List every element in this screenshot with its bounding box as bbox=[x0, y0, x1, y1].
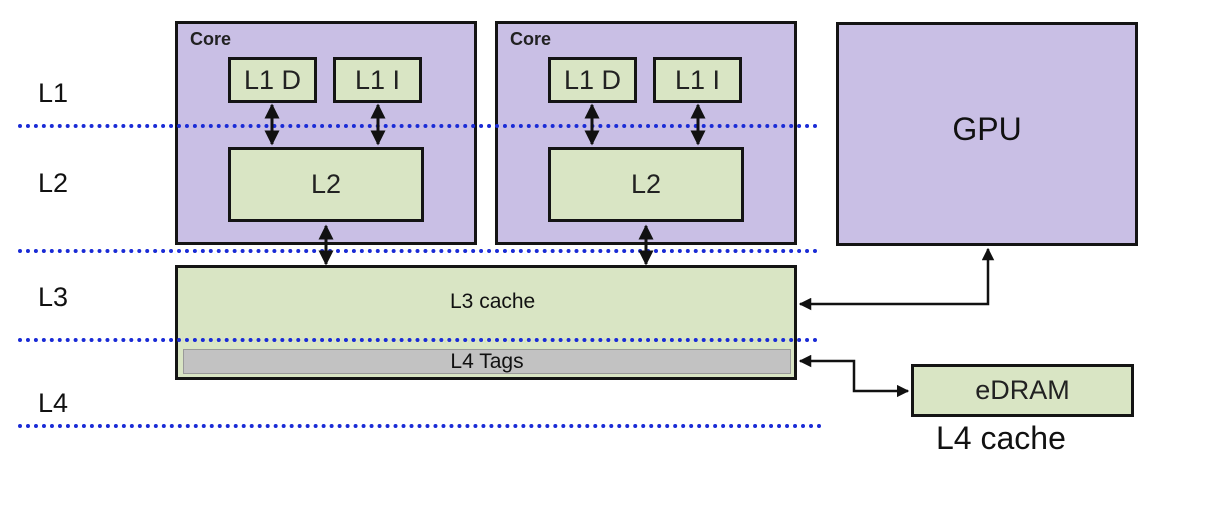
core-2-label: Core bbox=[510, 29, 552, 49]
gpu-block: GPU bbox=[836, 22, 1138, 246]
divider-l3-l4 bbox=[18, 338, 818, 342]
edram-label: eDRAM bbox=[975, 375, 1070, 405]
level-label-l4: L4 bbox=[38, 388, 69, 418]
core-1-l1i-cache: L1 I bbox=[333, 57, 422, 103]
gpu-label: GPU bbox=[952, 110, 1022, 147]
core-2-l1d-label: L1 D bbox=[563, 64, 622, 95]
l4-tags-label: L4 Tags bbox=[450, 349, 524, 373]
core-1-l1d-label: L1 D bbox=[243, 64, 302, 95]
l3-cache: L3 cache L4 Tags bbox=[175, 265, 797, 380]
core-2-l2-label: L2 bbox=[630, 169, 662, 199]
core-1-l1i-label: L1 I bbox=[354, 64, 401, 95]
level-label-l2: L2 bbox=[38, 168, 69, 198]
core-2-l1d-cache: L1 D bbox=[548, 57, 637, 103]
arrow-l3-gpu bbox=[798, 247, 995, 311]
level-label-l3: L3 bbox=[38, 282, 69, 312]
l3-cache-label: L3 cache bbox=[450, 290, 536, 313]
divider-l1-l2 bbox=[18, 124, 818, 128]
divider-l2-l3 bbox=[18, 249, 818, 253]
l4-tags: L4 Tags bbox=[183, 349, 791, 374]
core-2-l2-cache: L2 bbox=[548, 147, 744, 222]
divider-l4-bottom bbox=[18, 424, 822, 428]
level-label-l1: L1 bbox=[38, 78, 69, 108]
core-1-l2-label: L2 bbox=[310, 169, 342, 199]
core-1-l2-cache: L2 bbox=[228, 147, 424, 222]
core-2-l1i-label: L1 I bbox=[674, 64, 721, 95]
core-1-label: Core bbox=[190, 29, 232, 49]
core-1-l1d-cache: L1 D bbox=[228, 57, 317, 103]
edram-block: eDRAM bbox=[911, 364, 1134, 417]
core-2-l1i-cache: L1 I bbox=[653, 57, 742, 103]
l4-cache-caption: L4 cache bbox=[936, 420, 1066, 456]
arrow-l4tags-edram bbox=[798, 354, 910, 398]
